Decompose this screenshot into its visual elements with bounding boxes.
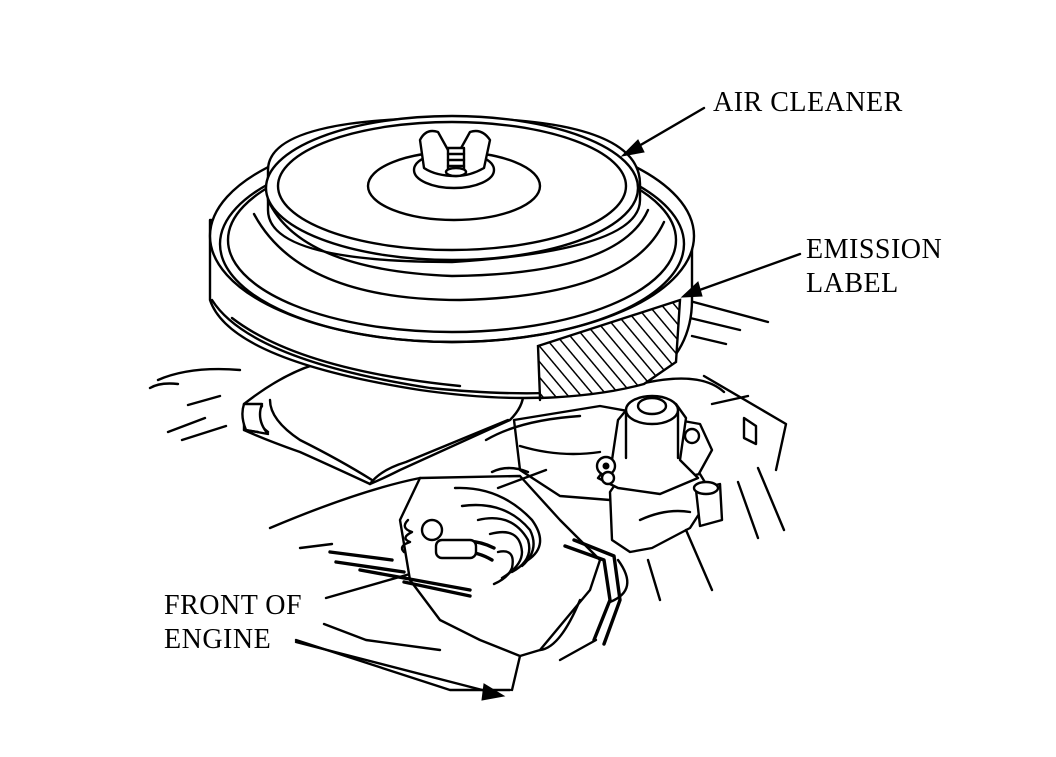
emission-label-line1: EMISSION xyxy=(806,234,943,265)
wing-nut xyxy=(418,129,492,178)
engine-body xyxy=(148,298,788,692)
emission-label-callout: EMISSION LABEL xyxy=(806,233,942,301)
front-of-engine-line2: ENGINE xyxy=(164,624,272,655)
front-of-engine-arrow xyxy=(294,640,506,701)
air-cleaner-label: AIR CLEANER xyxy=(713,87,903,118)
emission-label-patch xyxy=(536,298,682,400)
air-cleaner xyxy=(208,114,696,400)
front-of-engine-line1: FRONT OF xyxy=(164,590,303,621)
front-of-engine-label: FRONT OF ENGINE xyxy=(164,589,302,657)
callout-air-cleaner-arrow xyxy=(620,106,706,157)
callout-emission-label-arrow xyxy=(680,252,802,298)
emission-label-line2: LABEL xyxy=(806,268,899,299)
